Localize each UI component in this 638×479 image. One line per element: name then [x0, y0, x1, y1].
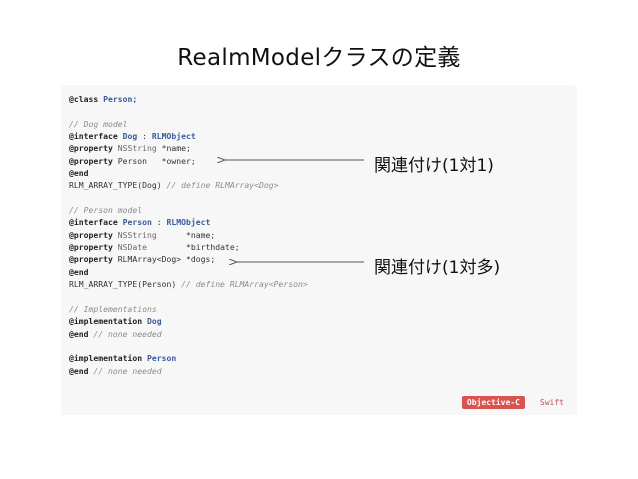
annotation-one-to-many: 関連付け(1対多): [374, 258, 501, 278]
code-token: @property: [69, 143, 113, 154]
code-line: @implementation Dog: [69, 315, 308, 327]
code-line: RLM_ARRAY_TYPE(Dog) // define RLMArray<D…: [69, 179, 308, 191]
code-line: [69, 340, 308, 352]
code-token: :: [137, 131, 152, 142]
tab-objective-c[interactable]: Objective-C: [461, 396, 525, 409]
code-line: [69, 192, 308, 204]
code-token: NSString: [117, 143, 157, 154]
code-token: RLMObject: [151, 131, 196, 142]
code-token: // Implementations: [69, 303, 157, 314]
code-line: @end: [69, 266, 308, 278]
code-token: RLMArray<Dog> *dogs;: [112, 254, 216, 265]
code-token: Person: [146, 353, 177, 364]
code-line: @end: [69, 167, 308, 179]
code-line: [69, 105, 308, 117]
code-token: Person;: [103, 94, 138, 104]
code-token: @end: [69, 168, 89, 179]
tab-swift[interactable]: Swift: [539, 398, 564, 407]
code-token: *name;: [156, 143, 191, 154]
code-token: @end: [69, 266, 89, 277]
code-line: RLM_ARRAY_TYPE(Person) // define RLMArra…: [69, 278, 308, 290]
code-token: @end: [69, 365, 89, 376]
code-line: // Implementations: [69, 303, 308, 315]
code-token: Dog: [146, 316, 162, 327]
code-panel: @class Person; // Dog model@interface Do…: [61, 85, 577, 415]
code-line: @end // none needed: [69, 328, 308, 340]
code-token: NSDate: [117, 242, 147, 253]
code-token: NSString: [117, 229, 157, 240]
code-line: @property NSDate *birthdate;: [69, 241, 308, 253]
code-line: @end // none needed: [69, 365, 308, 377]
code-token: @property: [69, 229, 113, 240]
code-line: // Dog model: [69, 118, 308, 130]
code-token: // none needed: [93, 365, 162, 376]
code-token: // define RLMArray<Person>: [181, 279, 308, 290]
language-tabs: Objective-C Swift: [461, 396, 569, 409]
code-token: @implementation: [69, 316, 143, 327]
code-token: @class: [69, 94, 99, 104]
code-token: @interface: [69, 217, 118, 228]
code-token: @interface: [69, 131, 118, 142]
slide-title: RealmModelクラスの定義: [177, 45, 461, 71]
code-token: Dog: [122, 131, 138, 142]
code-token: RLM_ARRAY_TYPE(Dog): [69, 180, 167, 191]
code-line: @property NSString *name;: [69, 142, 308, 154]
code-line: @implementation Person: [69, 352, 308, 364]
code-token: @property: [69, 242, 113, 253]
code-line: @property NSString *name;: [69, 229, 308, 241]
code-token: RLM_ARRAY_TYPE(Person): [69, 279, 182, 290]
code-token: // Dog model: [69, 118, 128, 129]
code-line: @interface Dog : RLMObject: [69, 130, 308, 142]
code-token: @implementation: [69, 353, 143, 364]
code-token: *birthdate;: [146, 242, 240, 253]
code-line: @class Person;: [69, 93, 308, 105]
code-token: @property: [69, 155, 113, 166]
code-token: // none needed: [93, 328, 162, 339]
code-token: RLMObject: [166, 217, 211, 228]
code-token: *name;: [156, 229, 216, 240]
code-token: Person *owner;: [112, 155, 196, 166]
code-line: // Person model: [69, 204, 308, 216]
code-token: @property: [69, 254, 113, 265]
code-line: @property RLMArray<Dog> *dogs;: [69, 253, 308, 265]
code-block: @class Person; // Dog model@interface Do…: [69, 93, 308, 377]
code-line: @interface Person : RLMObject: [69, 216, 308, 228]
code-line: @property Person *owner;: [69, 155, 308, 167]
code-token: @end: [69, 328, 89, 339]
code-token: // define RLMArray<Dog>: [166, 180, 279, 191]
code-line: [69, 291, 308, 303]
annotation-one-to-one: 関連付け(1対1): [374, 156, 494, 176]
code-token: // Person model: [69, 205, 143, 216]
code-token: :: [151, 217, 167, 228]
code-token: Person: [122, 217, 152, 228]
